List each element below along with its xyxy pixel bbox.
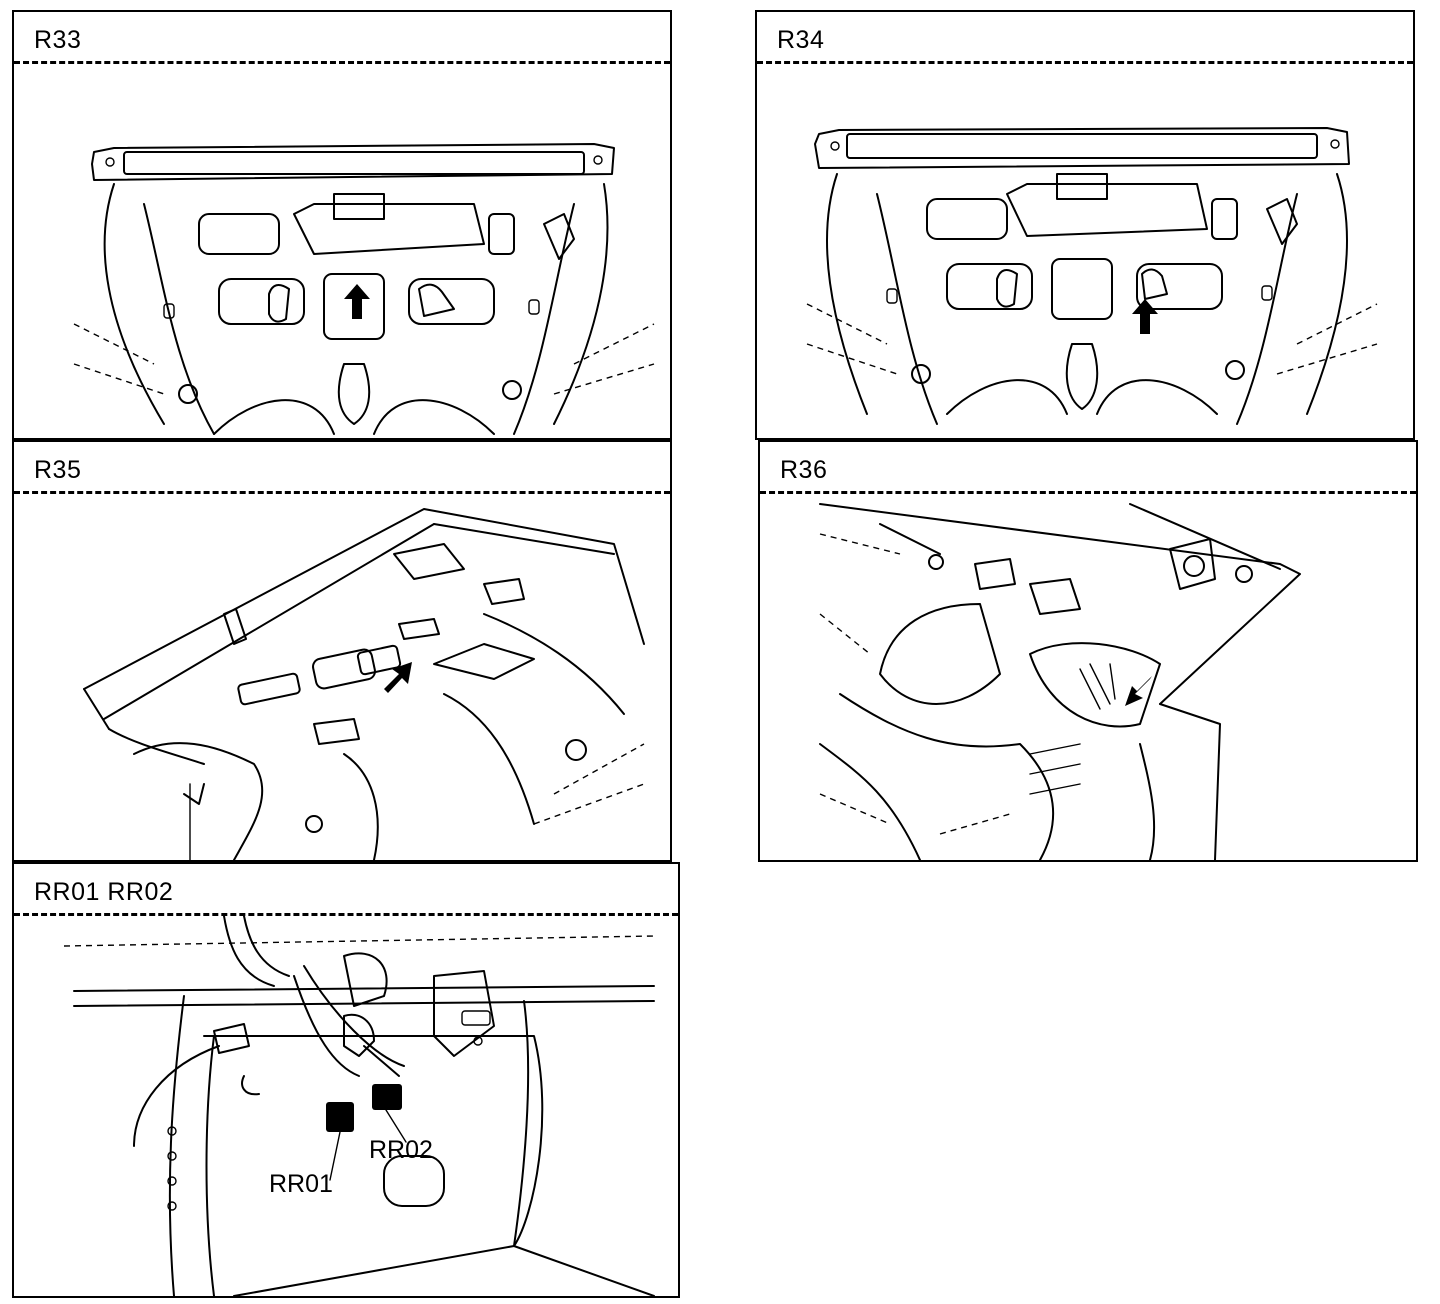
- rr01-callout: RR01: [269, 1170, 333, 1198]
- panel-header: RR01 RR02: [14, 864, 678, 916]
- connector-code: R35: [34, 456, 82, 484]
- connector-code: R36: [780, 456, 828, 484]
- panel-r33: R33: [12, 10, 672, 440]
- connector-code: R33: [34, 26, 82, 54]
- panel-rr01-rr02: RR01 RR02 RR01 RR02: [12, 862, 680, 1298]
- panel-r35: R35: [12, 440, 672, 862]
- header-divider: [757, 61, 1413, 64]
- rr02-callout: RR02: [369, 1136, 433, 1164]
- header-divider: [760, 491, 1416, 494]
- panel-r36: R36: [758, 440, 1418, 862]
- connector-code: RR01 RR02: [34, 878, 174, 906]
- panel-header: R33: [14, 12, 670, 64]
- header-divider: [14, 913, 678, 916]
- r36-quarter-panel-illustration: [819, 503, 1301, 860]
- panel-header: R36: [760, 442, 1416, 494]
- panel-r34: R34: [755, 10, 1415, 440]
- header-divider: [14, 491, 670, 494]
- rr-trunk-interior-illustration: [63, 916, 655, 1296]
- header-divider: [14, 61, 670, 64]
- panel-header: R34: [757, 12, 1413, 64]
- connector-code: R34: [777, 26, 825, 54]
- r33-trunk-lid-illustration: [73, 143, 655, 435]
- r35-trunk-lid-illustration: [83, 508, 645, 860]
- r34-trunk-lid-illustration: [806, 127, 1378, 425]
- panel-header: R35: [14, 442, 670, 494]
